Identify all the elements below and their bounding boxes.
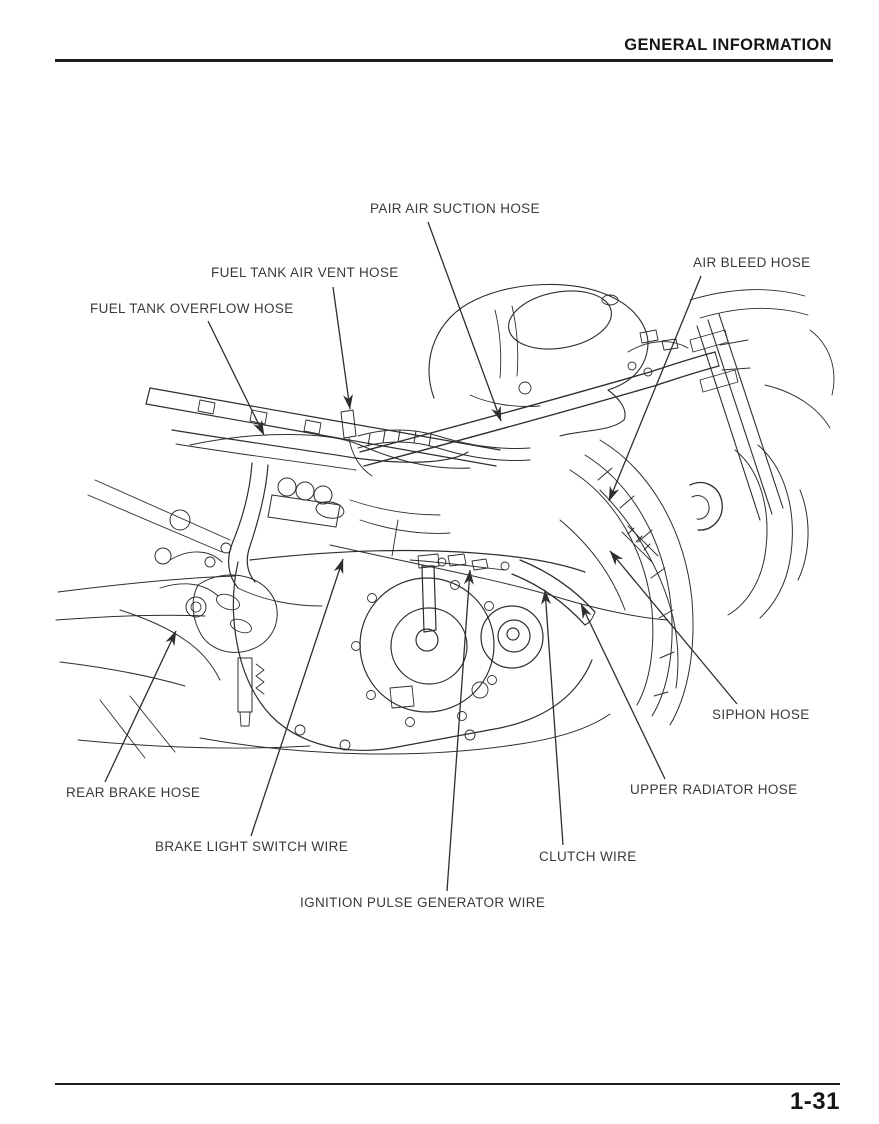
callout-label-fuel-tank-overflow-hose: FUEL TANK OVERFLOW HOSE [90, 301, 294, 316]
main-frame-spar [359, 339, 751, 467]
leader-line-fuel-tank-air-vent-hose [332, 286, 353, 410]
leader-line-siphon-hose [609, 550, 738, 705]
callout-label-air-bleed-hose: AIR BLEED HOSE [693, 255, 811, 270]
page-number: 1-31 [789, 1088, 840, 1115]
callout-label-fuel-tank-air-vent-hose: FUEL TANK AIR VENT HOSE [211, 265, 399, 280]
leader-line-ignition-pulse-generator-wire [446, 569, 474, 892]
callout-label-upper-radiator-hose: UPPER RADIATOR HOSE [630, 782, 798, 797]
callout-label-pair-air-suction-hose: PAIR AIR SUCTION HOSE [370, 201, 540, 216]
leader-lines [104, 221, 738, 892]
air-bleed-fittings [627, 289, 835, 396]
front-fender [727, 384, 831, 619]
callout-label-brake-light-switch-wire: BRAKE LIGHT SWITCH WIRE [155, 839, 349, 854]
leader-line-upper-radiator-hose [580, 603, 666, 780]
callout-label-clutch-wire: CLUTCH WIRE [539, 849, 637, 864]
rear-brake-assembly [119, 509, 278, 727]
frame-rails [145, 387, 501, 607]
leader-line-rear-brake-hose [104, 630, 177, 783]
leader-line-brake-light-switch-wire [250, 558, 344, 837]
engine-cases [232, 549, 593, 751]
misc-lower-lines [55, 479, 611, 759]
leader-line-air-bleed-hose [608, 275, 702, 502]
carb-cluster [267, 477, 345, 528]
hose-bundle [340, 409, 531, 477]
callout-label-siphon-hose: SIPHON HOSE [712, 707, 810, 722]
callout-label-ignition-pulse-generator-wire: IGNITION PULSE GENERATOR WIRE [300, 895, 546, 910]
leader-line-fuel-tank-overflow-hose [207, 320, 265, 436]
airbox-cover [428, 283, 649, 437]
front-fork [689, 313, 784, 521]
leader-line-pair-air-suction-hose [427, 221, 502, 422]
page-header-title: GENERAL INFORMATION [624, 36, 832, 54]
leader-line-clutch-wire [541, 589, 564, 846]
footer-rule [55, 1083, 840, 1085]
hoses-and-wires [189, 434, 679, 689]
upper-radiator-hose [511, 481, 723, 626]
callout-label-rear-brake-hose: REAR BRAKE HOSE [66, 785, 201, 800]
radiator [569, 439, 694, 726]
header-rule [55, 59, 833, 62]
